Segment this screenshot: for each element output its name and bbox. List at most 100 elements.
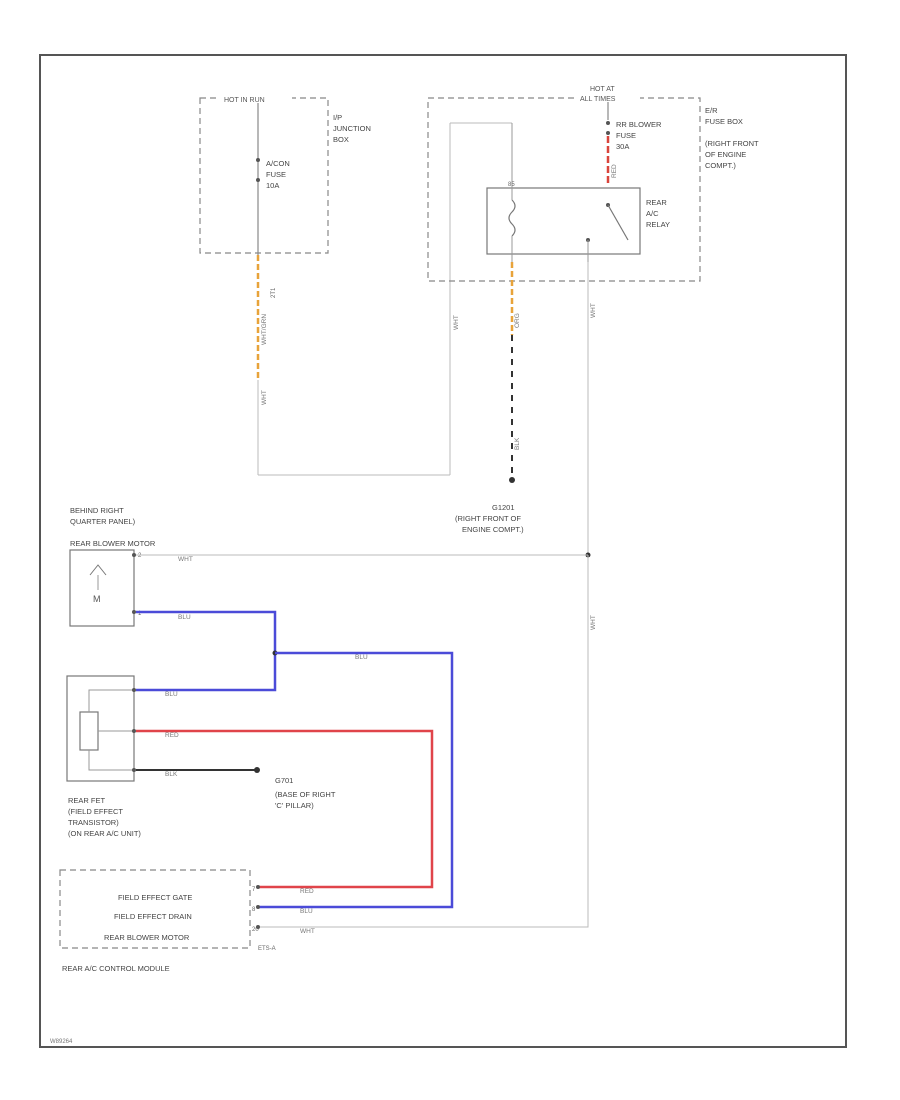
hot-at-all-times-1: HOT AT (590, 86, 615, 93)
module-name: REAR A/C CONTROL MODULE (62, 964, 170, 973)
wire-blu-motor (136, 610, 277, 692)
fet-resistor (79, 711, 99, 751)
ip-box-label-3: BOX (333, 135, 349, 144)
fet-terminal-2 (132, 729, 136, 733)
motor-name: REAR BLOWER MOTOR (70, 539, 156, 548)
motor-terminal-bottom (132, 610, 136, 614)
wire-red-fuse-relay-label: RED (611, 164, 618, 178)
fet-label-2: (FIELD EFFECT (68, 807, 123, 816)
ground-g701-line-3: 'C' PILLAR) (275, 801, 314, 810)
fuse-rr-blower-rating: 30A (616, 142, 629, 151)
fuse-rr-blower-terminal-bottom (606, 131, 610, 135)
motor-location-1: BEHIND RIGHT (70, 506, 124, 515)
underhood-fuse-box: HOT AT ALL TIMES E/R FUSE BOX (RIGHT FRO… (427, 82, 759, 282)
hot-in-run-header: HOT IN RUN (224, 97, 265, 104)
hot-at-all-times-2: ALL TIMES (580, 96, 616, 103)
fuse-a-con-terminal-top (256, 158, 260, 162)
wire-wht-ip-label: WHT (261, 390, 268, 405)
ground-g1201-name: G1201 (492, 503, 515, 512)
fet-lead-top (88, 689, 134, 712)
module-pin-drain: FIELD EFFECT DRAIN (114, 912, 192, 921)
module-terminal-drain (256, 905, 260, 909)
er-box-label-5: COMPT.) (705, 161, 736, 170)
motor-symbol (89, 564, 107, 576)
module-connector: ETS-A (258, 946, 276, 952)
fet-terminal-3 (132, 768, 136, 772)
fet-lead-bottom (88, 750, 134, 771)
wire-blu-fet-label: BLU (165, 691, 178, 698)
wire-wht-relay-label: WHT (453, 315, 460, 330)
module-pin-gate-num: 7 (252, 887, 256, 893)
ground-g701-point (254, 767, 260, 773)
fet-label-1: REAR FET (68, 796, 106, 805)
rear-fet: REAR FET (FIELD EFFECT TRANSISTOR) (ON R… (66, 675, 141, 838)
ground-g1201-line-3: ENGINE COMPT.) (462, 525, 524, 534)
relay-label-1: REAR (646, 198, 667, 207)
relay-switch-contact (607, 204, 629, 241)
ground-g1201-line-2: (RIGHT FRONT OF (455, 514, 521, 523)
module-outline (59, 869, 251, 949)
wire-blu-motor-label: BLU (178, 614, 191, 621)
module-terminal-gate (256, 885, 260, 889)
rear-ac-relay-body (486, 187, 641, 255)
er-box-label-4: OF ENGINE (705, 150, 746, 159)
relay-label-2: A/C (646, 209, 659, 218)
relay-pin-left: 85 (508, 182, 515, 188)
hot-in-run-header-bg (220, 95, 292, 103)
fet-label-3: TRANSISTOR) (68, 818, 119, 827)
wire-red-fet (136, 729, 434, 889)
wire-red-fet-label: RED (165, 732, 179, 739)
wire-blk-ground-label: BLK (514, 437, 521, 450)
fuse-a-con-fuse: FUSE (266, 170, 286, 179)
ip-connector: 2T1 (271, 287, 277, 298)
ground-g1201-point (509, 477, 515, 483)
motor-terminal-top (132, 553, 136, 557)
rear-blower-motor: BEHIND RIGHT QUARTER PANEL) REAR BLOWER … (69, 506, 156, 627)
ground-g701-name: G701 (275, 776, 293, 785)
corner-code: W89264 (50, 1039, 73, 1045)
module-pin-motor: REAR BLOWER MOTOR (104, 933, 190, 942)
wire-module-drain-label: BLU (300, 908, 313, 915)
fuse-a-con-name: A/CON (266, 159, 290, 168)
wire-blu-splice-label: BLU (355, 654, 368, 661)
underhood-fuse-box-outline (427, 97, 701, 282)
hot-at-all-times-bg (575, 82, 640, 102)
ground-g701-line-2: (BASE OF RIGHT (275, 790, 336, 799)
motor-pin-top: 2 (138, 553, 142, 559)
wire-module-gate-label: RED (300, 888, 314, 895)
fuse-a-con-terminal-bottom (256, 178, 260, 182)
wire-wht-relay-switch-label: WHT (590, 303, 597, 318)
diagram-frame (39, 54, 847, 1048)
fet-terminal-1 (132, 688, 136, 692)
motor-body (69, 549, 135, 627)
relay-label-3: RELAY (646, 220, 670, 229)
fet-body (66, 675, 135, 782)
er-box-label-1: E/R (705, 106, 718, 115)
wire-wht-vertical-label: WHT (590, 615, 597, 630)
wire-wht-grn-label: WHT/GRN (261, 314, 268, 345)
ip-junction-box-outline (199, 97, 329, 254)
motor-m-icon: M (93, 594, 101, 604)
rear-ac-control-module: FIELD EFFECT GATE FIELD EFFECT DRAIN REA… (59, 869, 276, 973)
fuse-a-con-rating: 10A (266, 181, 279, 190)
wire-org-label: ORG (514, 313, 521, 328)
wire-wht-motor-label: WHT (178, 556, 193, 563)
module-pin-motor-num: 20 (252, 927, 259, 933)
fet-label-4: (ON REAR A/C UNIT) (68, 829, 141, 838)
ip-box-label-1: I/P (333, 113, 342, 122)
wire-module-motor-label: WHT (300, 928, 315, 935)
ip-box-label-2: JUNCTION (333, 124, 371, 133)
wire-blk-fet-label: BLK (165, 771, 178, 778)
module-pin-gate: FIELD EFFECT GATE (118, 893, 192, 902)
module-pin-drain-num: 8 (252, 907, 256, 913)
er-box-label-3: (RIGHT FRONT (705, 139, 759, 148)
wire-blu-to-module (258, 651, 454, 909)
fuse-rr-blower-name: RR BLOWER (616, 120, 662, 129)
motor-location-2: QUARTER PANEL) (70, 517, 136, 526)
module-terminal-motor (256, 925, 260, 929)
relay-coil (508, 199, 516, 237)
ip-junction-box: HOT IN RUN I/P JUNCTION BOX A/CON FUSE 1… (199, 95, 371, 298)
wire-wht-to-module (258, 555, 589, 928)
er-box-label-2: FUSE BOX (705, 117, 743, 126)
